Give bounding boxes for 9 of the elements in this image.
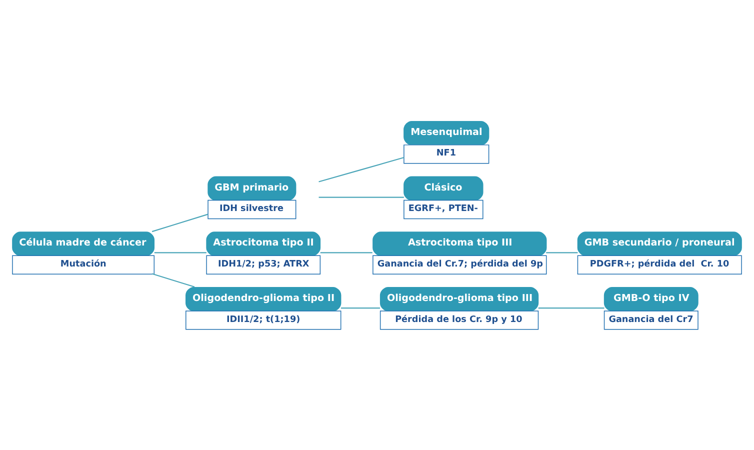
connector bbox=[546, 252, 578, 254]
connector bbox=[154, 252, 206, 254]
connector bbox=[340, 307, 380, 309]
connector bbox=[152, 273, 195, 288]
connector bbox=[318, 157, 404, 182]
connector bbox=[320, 252, 372, 254]
connector bbox=[152, 214, 208, 232]
connector bbox=[318, 196, 404, 198]
connector bbox=[538, 307, 604, 309]
